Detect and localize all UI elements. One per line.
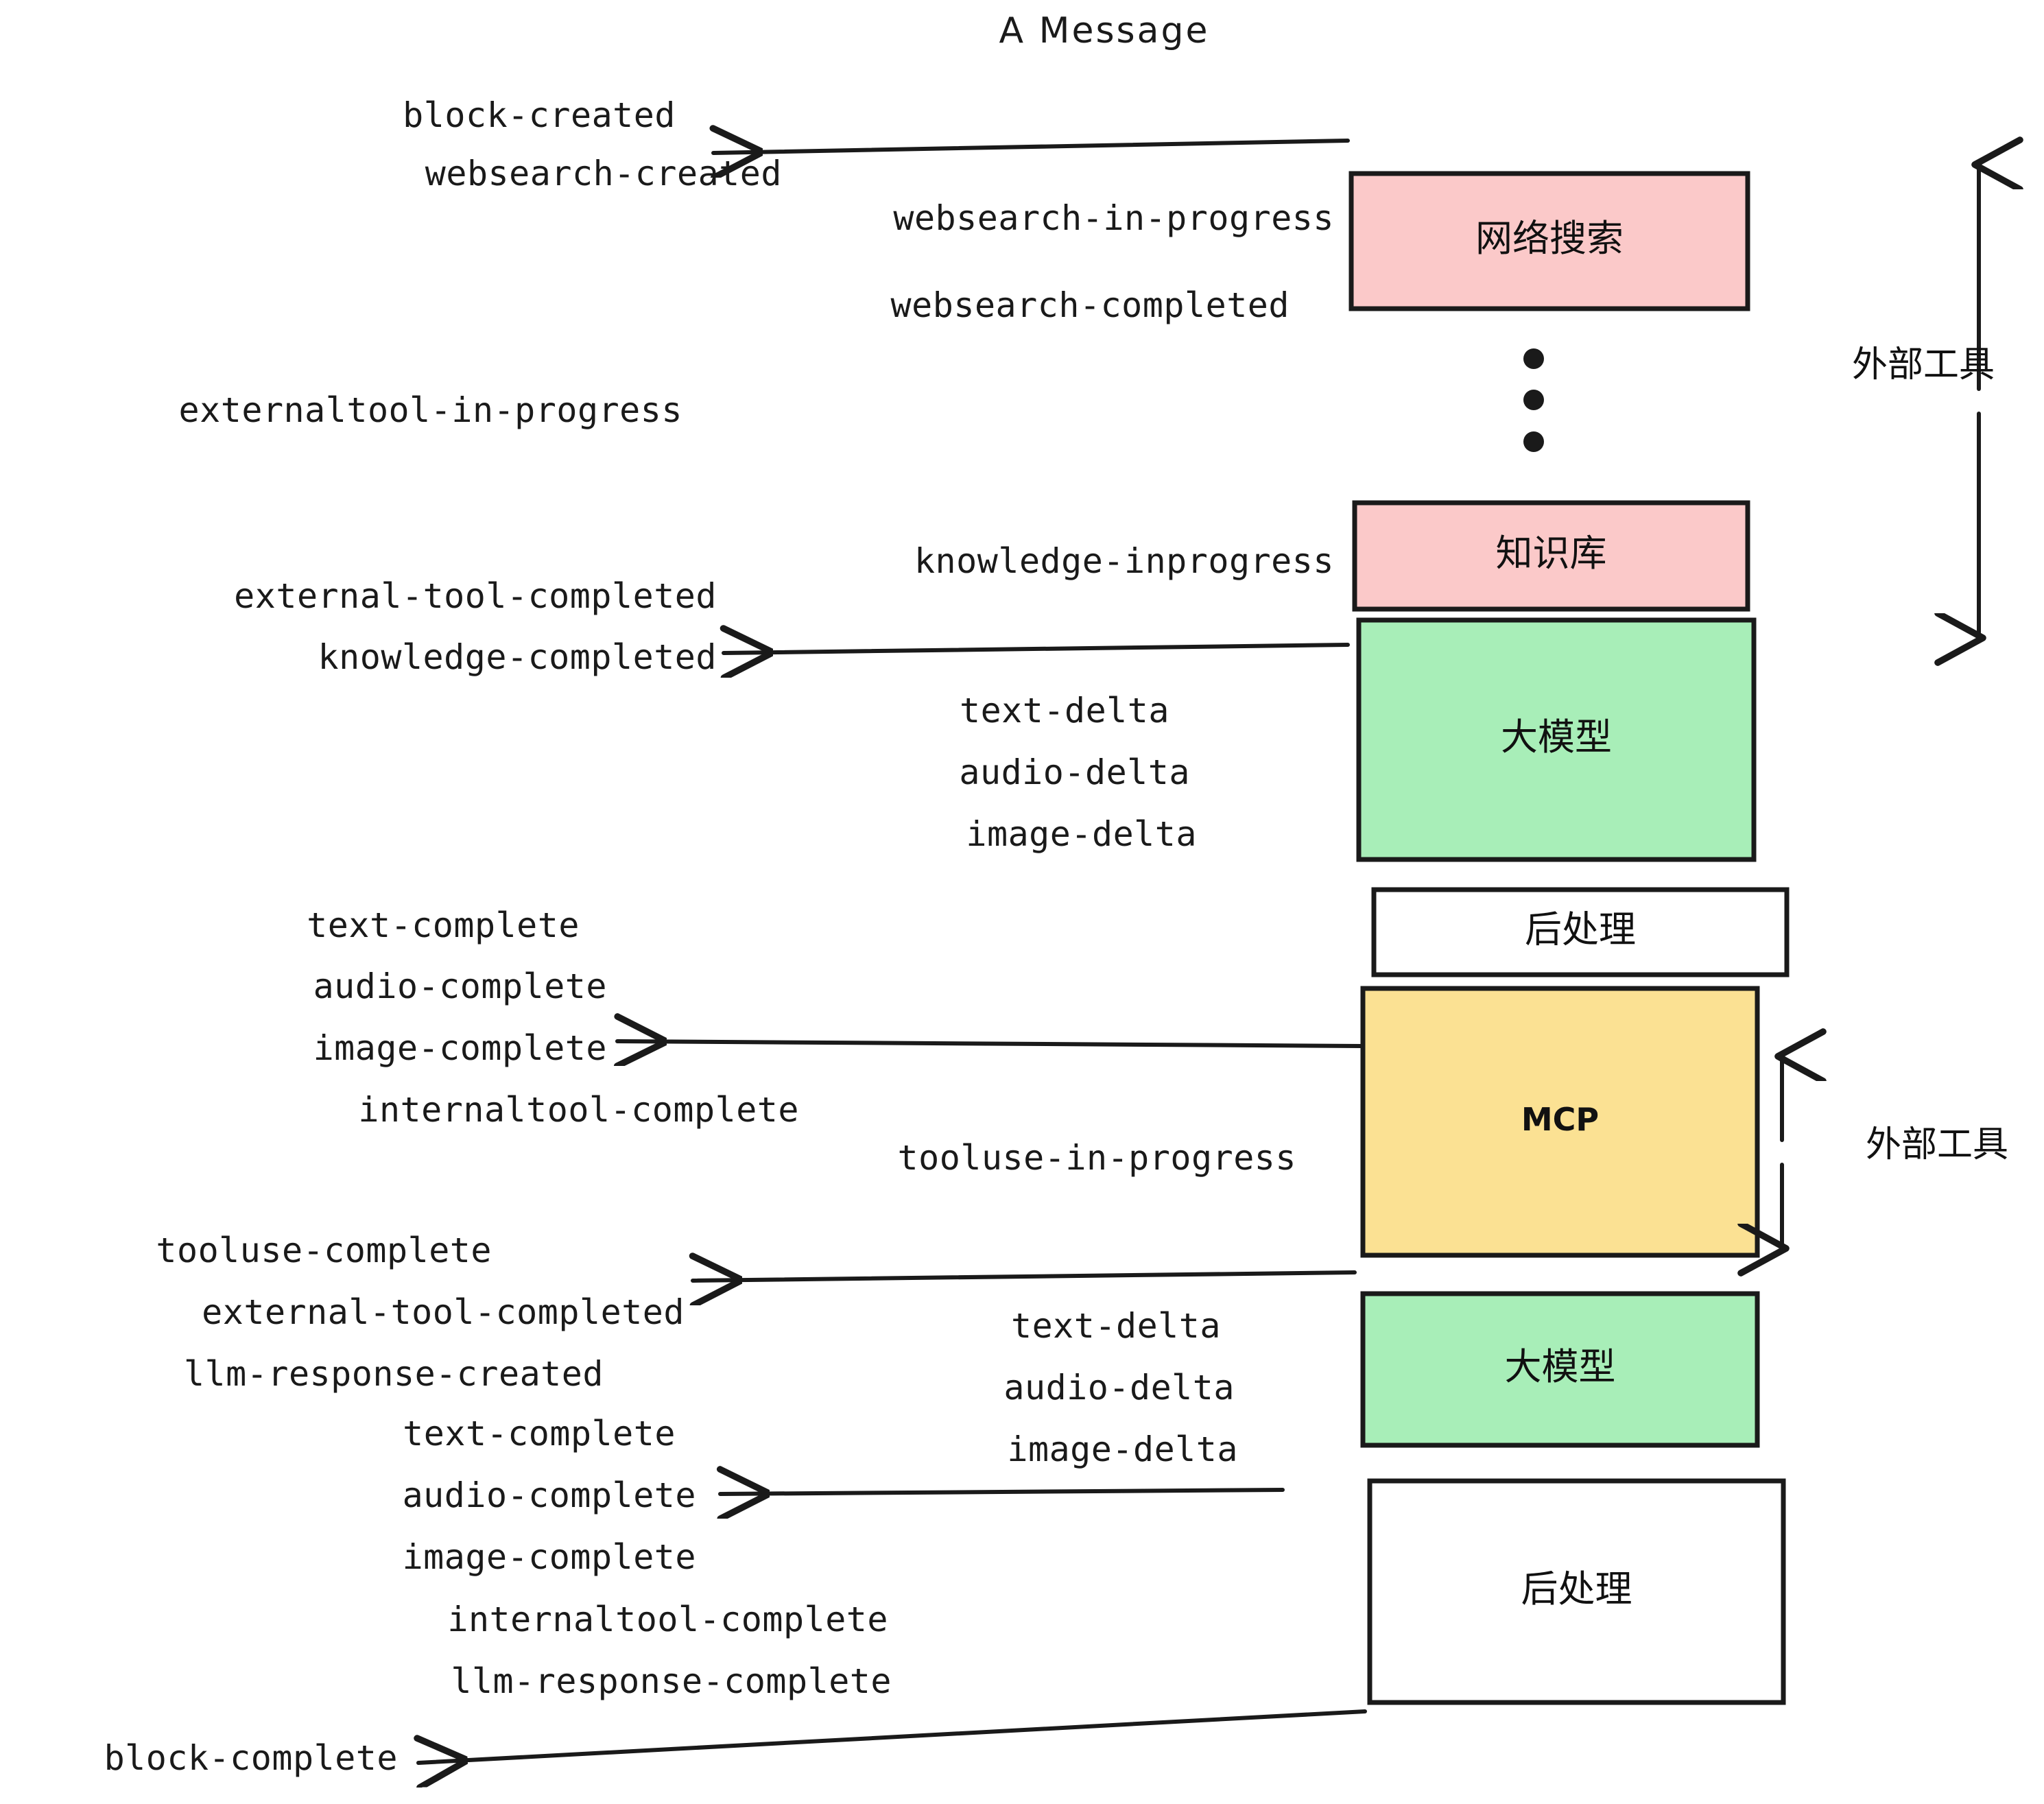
box-label-websearch: 网络搜索 xyxy=(1475,217,1624,260)
box-rect-mcp xyxy=(1360,986,1760,1258)
ellipsis-dot-1 xyxy=(1523,348,1544,369)
event-audio-complete-2: audio-complete xyxy=(403,1475,696,1515)
box-rect-websearch xyxy=(1348,171,1750,311)
box-rect-llm-2 xyxy=(1360,1291,1760,1448)
ellipsis-dot-3 xyxy=(1523,431,1544,452)
arrow-audio-complete xyxy=(720,1490,1285,1494)
box-label-knowledge: 知识库 xyxy=(1496,532,1607,575)
box-rect-llm-1 xyxy=(1356,617,1757,862)
box-llm-1: 大模型 xyxy=(1356,617,1757,862)
box-label-mcp: MCP xyxy=(1521,1101,1599,1138)
event-tooluse-complete: tooluse-complete xyxy=(156,1231,492,1270)
side-label-external-tools-bottom: 外部工具 xyxy=(1866,1124,2008,1165)
scope-arrows xyxy=(1782,165,1979,1248)
event-labels: block-created websearch-created websearch-… xyxy=(104,95,1334,1778)
box-mcp: MCP xyxy=(1360,986,1760,1258)
box-label-postprocess-2: 后处理 xyxy=(1521,1567,1632,1611)
event-image-delta-2: image-delta xyxy=(1007,1429,1238,1469)
box-websearch: 网络搜索 xyxy=(1348,171,1750,311)
box-label-postprocess-1: 后处理 xyxy=(1525,908,1636,951)
arrow-image-complete xyxy=(617,1041,1364,1046)
event-llm-response-created: llm-response-created xyxy=(184,1354,604,1394)
event-knowledge-completed: knowledge-completed xyxy=(318,637,717,677)
arrow-block-complete xyxy=(418,1709,1367,1763)
box-label-llm-1: 大模型 xyxy=(1501,715,1612,759)
event-knowledge-inprogress: knowledge-inprogress xyxy=(914,541,1334,581)
ellipsis-dots xyxy=(1523,348,1544,452)
ellipsis-dot-2 xyxy=(1523,390,1544,410)
event-image-delta-1: image-delta xyxy=(966,814,1197,854)
side-label-external-tools-top: 外部工具 xyxy=(1852,344,1995,385)
event-internaltool-complete-2: internaltool-complete xyxy=(447,1600,888,1639)
box-llm-2: 大模型 xyxy=(1360,1291,1760,1448)
event-websearch-in-progress: websearch-in-progress xyxy=(893,198,1334,238)
event-llm-response-complete: llm-response-complete xyxy=(451,1661,892,1701)
box-postprocess-1: 后处理 xyxy=(1371,887,1790,977)
event-image-complete-2: image-complete xyxy=(403,1537,696,1577)
arrow-block-created xyxy=(713,141,1350,153)
arrow-knowledge xyxy=(724,645,1350,653)
box-label-llm-2: 大模型 xyxy=(1505,1345,1616,1388)
event-websearch-completed: websearch-completed xyxy=(891,285,1290,325)
event-block-complete: block-complete xyxy=(104,1738,398,1778)
event-text-delta-2: text-delta xyxy=(1011,1306,1221,1346)
flow-arrows xyxy=(418,141,1367,1763)
box-rect-postprocess-2 xyxy=(1367,1478,1786,1705)
event-internaltool-complete-1: internaltool-complete xyxy=(358,1090,799,1130)
box-postprocess-2: 后处理 xyxy=(1367,1478,1786,1705)
event-image-complete-1: image-complete xyxy=(313,1028,607,1068)
event-text-delta-1: text-delta xyxy=(960,691,1169,731)
arrow-tooluse-complete xyxy=(693,1272,1357,1281)
event-externaltool-in-progress: externaltool-in-progress xyxy=(179,390,682,430)
event-text-complete-1: text-complete xyxy=(307,905,580,945)
event-external-tool-completed-1: external-tool-completed xyxy=(234,576,717,616)
event-audio-complete-1: audio-complete xyxy=(313,966,607,1006)
box-rect-postprocess-1 xyxy=(1371,887,1790,977)
box-knowledge: 知识库 xyxy=(1352,500,1750,612)
event-text-complete-2: text-complete xyxy=(403,1414,676,1453)
event-external-tool-completed-2: external-tool-completed xyxy=(202,1292,685,1332)
event-audio-delta-2: audio-delta xyxy=(1003,1368,1235,1408)
event-audio-delta-1: audio-delta xyxy=(959,752,1190,792)
event-websearch-created: websearch-created xyxy=(425,154,782,193)
page-title: A Message xyxy=(999,10,1209,51)
box-rect-knowledge xyxy=(1352,500,1750,612)
event-block-created: block-created xyxy=(403,95,676,135)
event-tooluse-in-progress: tooluse-in-progress xyxy=(898,1138,1296,1178)
